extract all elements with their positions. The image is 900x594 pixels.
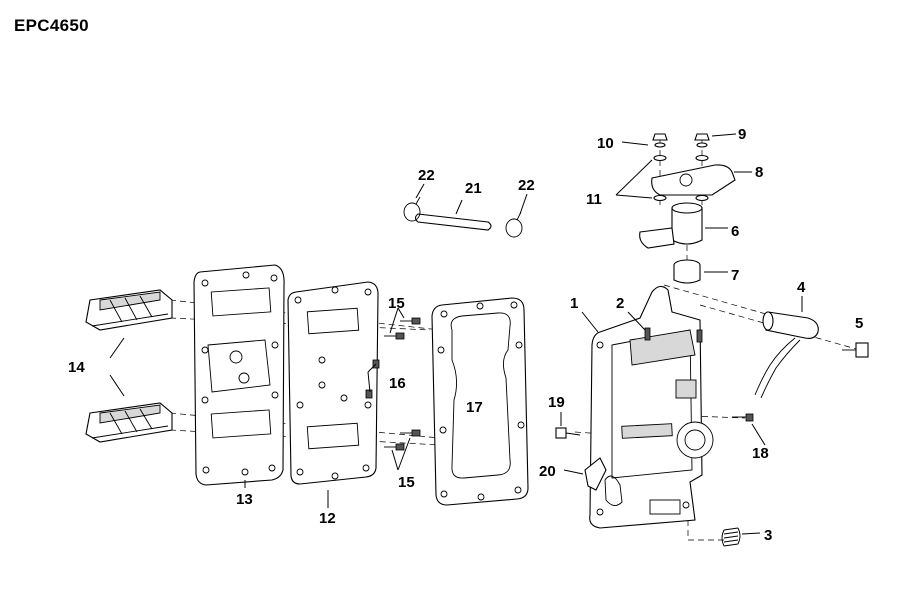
callout-12: 12	[319, 510, 336, 527]
gasket-13	[193, 264, 285, 486]
callout-20: 20	[539, 463, 556, 480]
sensor-4	[754, 311, 819, 399]
callout-15-upper: 15	[388, 295, 405, 312]
callout-14: 14	[68, 359, 85, 376]
gasket-17	[431, 297, 529, 506]
spring-3	[721, 527, 741, 547]
callout-5: 5	[855, 315, 863, 332]
bolt-5	[842, 342, 869, 358]
callout-3: 3	[764, 527, 772, 544]
callout-8: 8	[755, 164, 763, 181]
callout-4: 4	[797, 279, 806, 296]
fitting-2	[644, 327, 703, 343]
nuts-9	[652, 133, 710, 141]
screws-15-upper	[384, 317, 421, 340]
callout-11: 11	[586, 191, 602, 208]
clamp-22-right	[505, 211, 523, 238]
clamp-22-left	[403, 196, 421, 222]
screw-18	[732, 413, 754, 422]
reed-valve-upper	[85, 289, 173, 331]
clip-20	[584, 457, 607, 491]
bracket-8	[651, 164, 736, 196]
housing-1	[589, 285, 714, 529]
callout-10: 10	[597, 135, 614, 152]
callout-21: 21	[465, 180, 482, 197]
callout-22-left: 22	[418, 167, 435, 184]
leader-lines	[109, 133, 803, 535]
callout-labels: 1 2 3 4 5 6 7 8 9 10 11 12 13 14 15 16 1…	[68, 126, 863, 544]
reed-valve-lower	[85, 402, 173, 443]
screws-15-lower	[384, 429, 421, 451]
callout-2: 2	[616, 295, 624, 312]
callout-6: 6	[731, 223, 739, 240]
callout-1: 1	[570, 295, 578, 312]
bushing-7	[673, 259, 701, 284]
callout-16: 16	[389, 375, 406, 392]
hose-21	[414, 213, 492, 231]
callout-19: 19	[548, 394, 565, 411]
cam-6	[639, 202, 703, 249]
reed-plate-12	[287, 281, 379, 485]
callout-7: 7	[731, 267, 739, 284]
callout-22-right: 22	[518, 177, 535, 194]
diagram-title: EPC4650	[14, 16, 89, 35]
callout-9: 9	[738, 126, 746, 143]
callout-17: 17	[466, 399, 483, 416]
callout-15-lower: 15	[398, 474, 415, 491]
callout-13: 13	[236, 491, 253, 508]
callout-18: 18	[752, 445, 769, 462]
washers-11	[653, 142, 709, 202]
bolt-19	[555, 427, 581, 439]
